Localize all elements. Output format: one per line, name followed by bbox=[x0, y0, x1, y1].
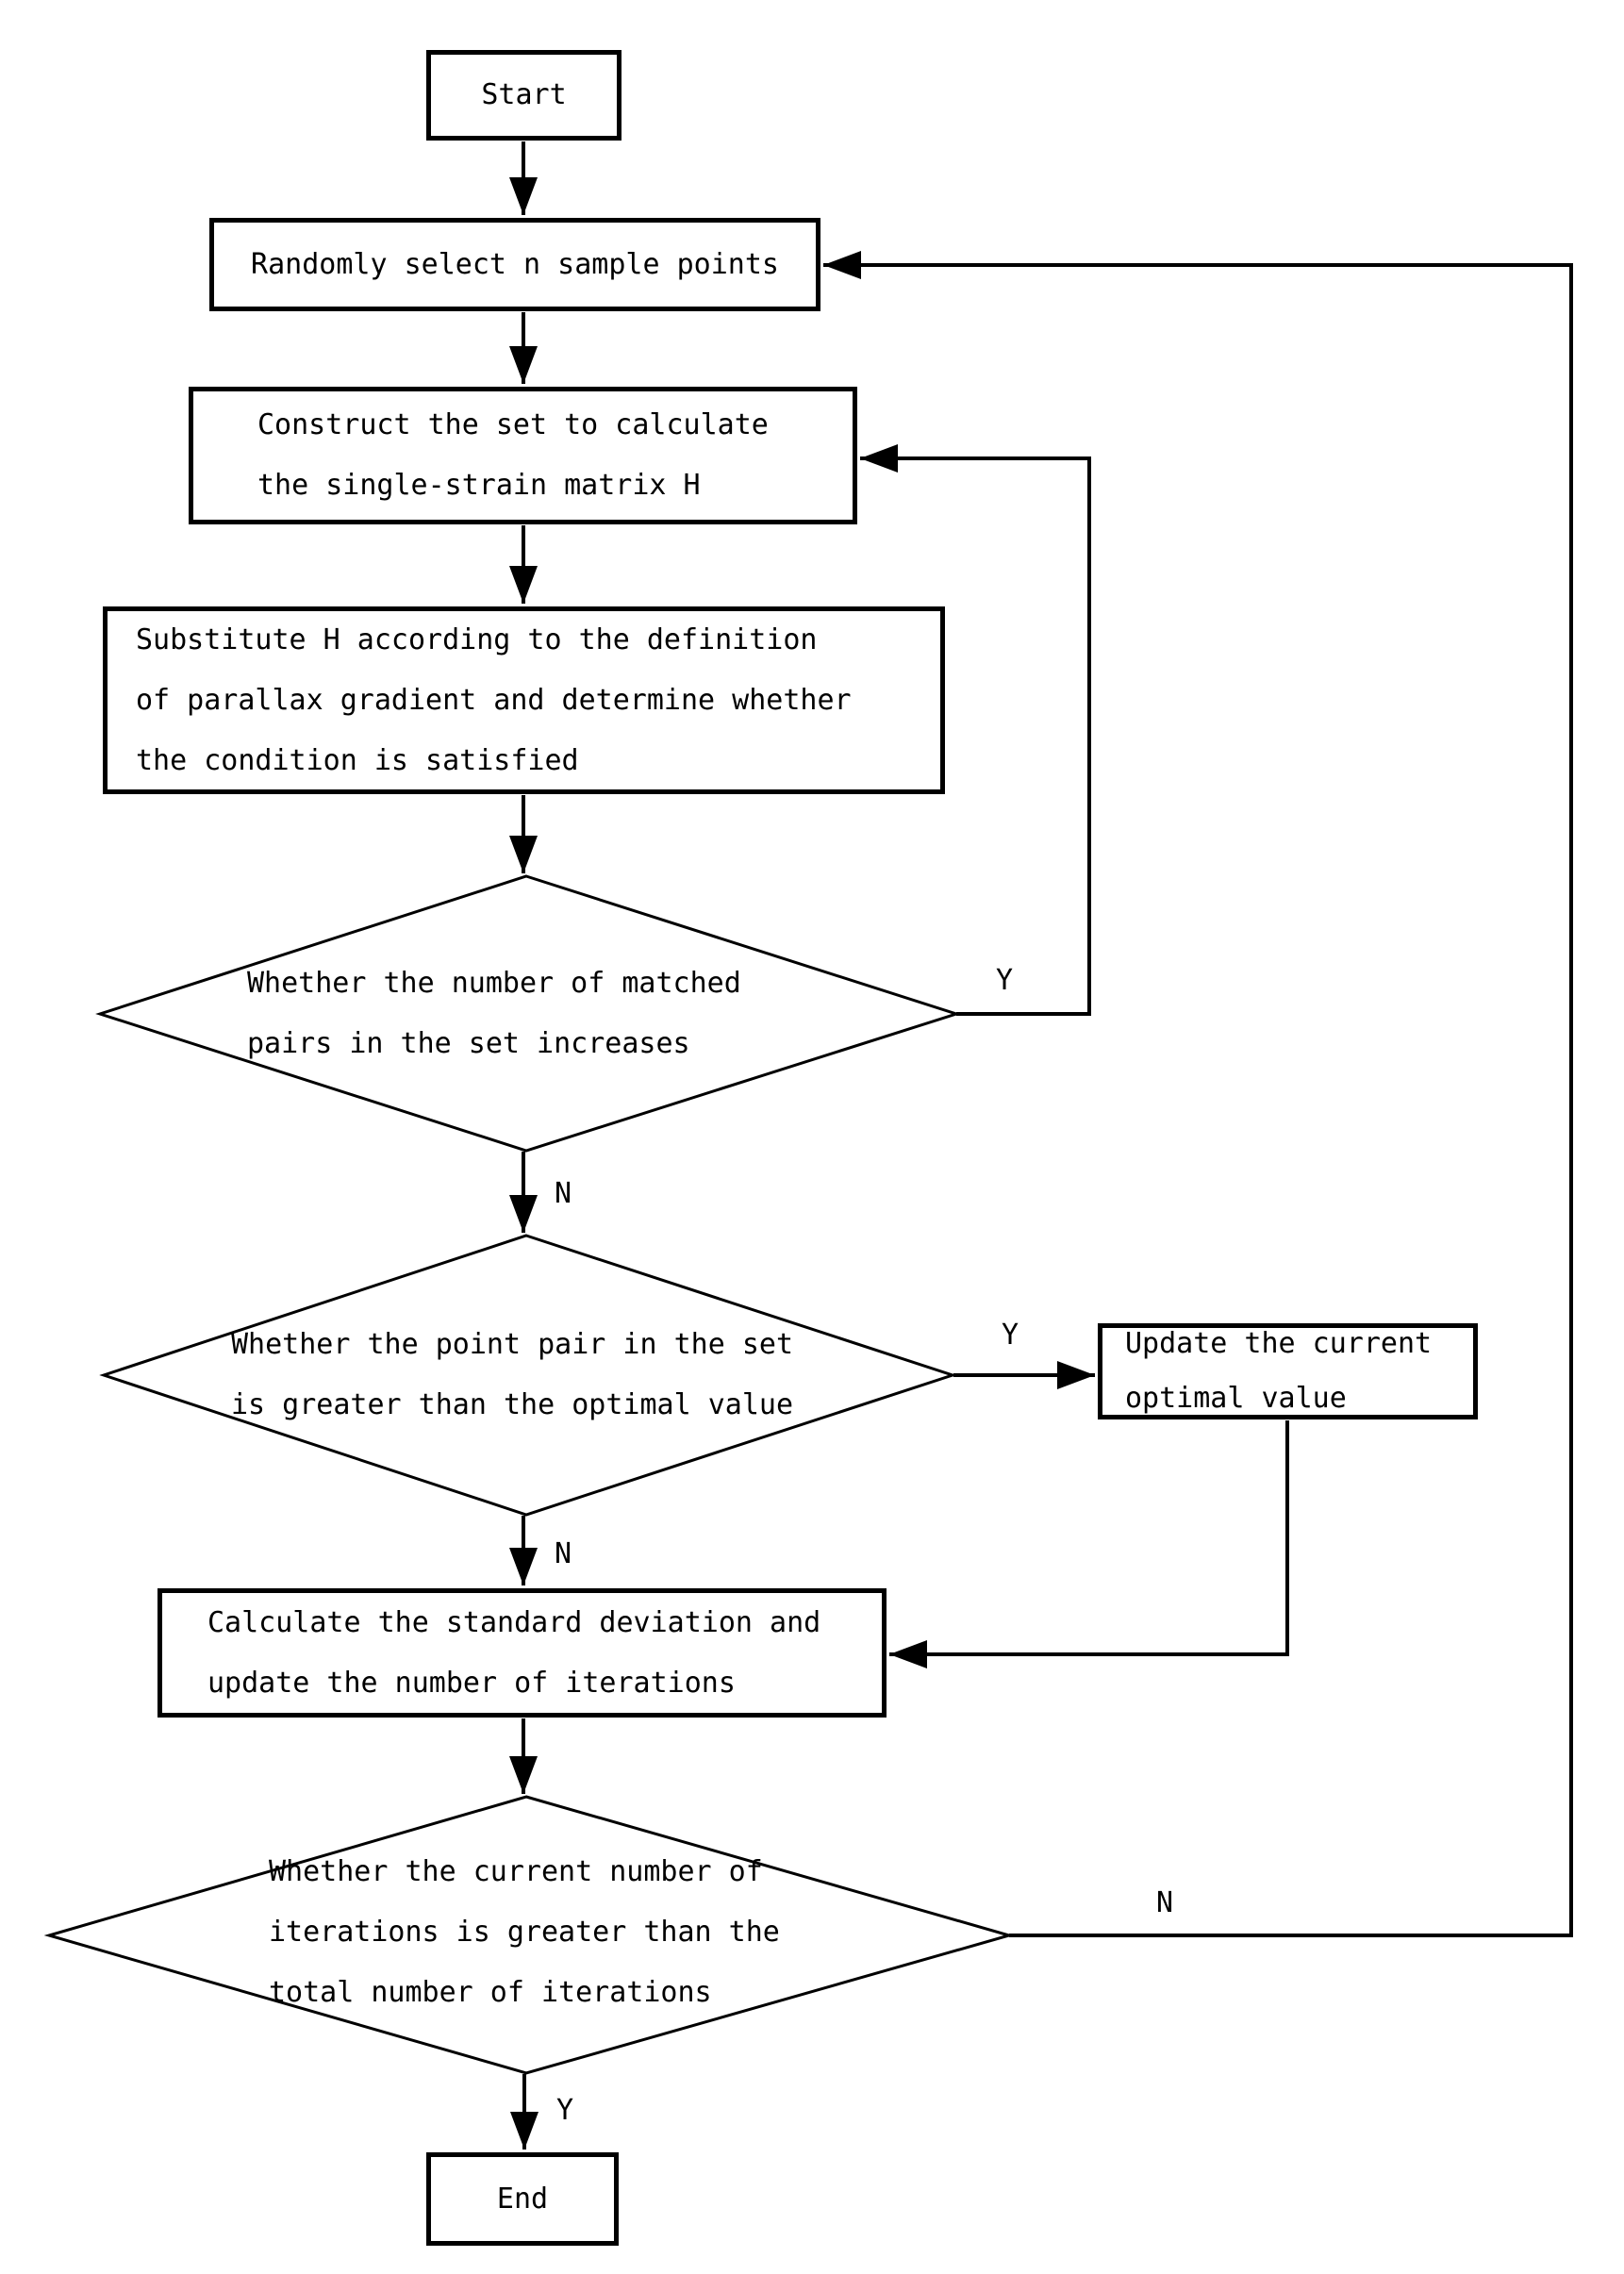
node-substitute-h-line: the condition is satisfied bbox=[136, 743, 579, 777]
edge-matched-yes-feedback bbox=[860, 444, 1091, 1016]
label-optimal-no: N bbox=[555, 1537, 572, 1570]
node-update-optimal: Update the current optimal value bbox=[1098, 1323, 1478, 1419]
edge-update-to-calculate bbox=[889, 1420, 1289, 1668]
node-construct-set-line: Construct the set to calculate bbox=[257, 408, 769, 441]
node-start-label: Start bbox=[481, 78, 567, 111]
label-iterations-no: N bbox=[1156, 1886, 1174, 1919]
decision-line: Whether the point pair in the set bbox=[231, 1328, 794, 1361]
node-calculate-std-line: update the number of iterations bbox=[207, 1666, 736, 1700]
label-matched-no: N bbox=[555, 1177, 572, 1210]
node-end-label: End bbox=[496, 2182, 549, 2216]
node-iterations-decision-text: Whether the current number of iterations… bbox=[269, 1842, 780, 2023]
node-substitute-h-line: Substitute H according to the definition bbox=[136, 622, 818, 656]
diamond-matched-pairs-decision bbox=[95, 874, 961, 1153]
diamond-iterations-decision bbox=[43, 1795, 1015, 2075]
decision-line: Whether the number of matched bbox=[247, 967, 741, 1000]
node-construct-set-line: the single-strain matrix H bbox=[257, 469, 701, 502]
label-iterations-yes: Y bbox=[556, 2094, 574, 2127]
decision-line: iterations is greater than the bbox=[269, 1916, 780, 1949]
node-optimal-value-decision-text: Whether the point pair in the set is gre… bbox=[231, 1315, 793, 1436]
node-calculate-std: Calculate the standard deviation and upd… bbox=[157, 1588, 887, 1718]
node-substitute-h-line: of parallax gradient and determine wheth… bbox=[136, 683, 852, 717]
node-select-points: Randomly select n sample points bbox=[209, 218, 820, 311]
decision-line: pairs in the set increases bbox=[247, 1027, 690, 1060]
label-matched-yes: Y bbox=[996, 964, 1014, 997]
decision-line: Whether the current number of bbox=[269, 1855, 763, 1888]
node-calculate-std-line: Calculate the standard deviation and bbox=[207, 1605, 821, 1639]
label-optimal-yes: Y bbox=[1002, 1319, 1019, 1352]
node-end: End bbox=[426, 2152, 619, 2246]
node-matched-pairs-decision-text: Whether the number of matched pairs in t… bbox=[247, 954, 741, 1074]
diamond-optimal-value-decision bbox=[99, 1234, 957, 1517]
node-construct-set: Construct the set to calculate the singl… bbox=[189, 387, 857, 524]
node-start: Start bbox=[426, 50, 621, 141]
decision-line: is greater than the optimal value bbox=[231, 1388, 794, 1421]
node-update-optimal-line: Update the current bbox=[1125, 1327, 1433, 1360]
node-select-points-label: Randomly select n sample points bbox=[251, 247, 779, 281]
edge-iterations-no-feedback bbox=[823, 251, 1573, 1937]
decision-line: total number of iterations bbox=[269, 1976, 712, 2009]
node-update-optimal-line: optimal value bbox=[1125, 1382, 1347, 1415]
node-substitute-h: Substitute H according to the definition… bbox=[103, 606, 945, 794]
